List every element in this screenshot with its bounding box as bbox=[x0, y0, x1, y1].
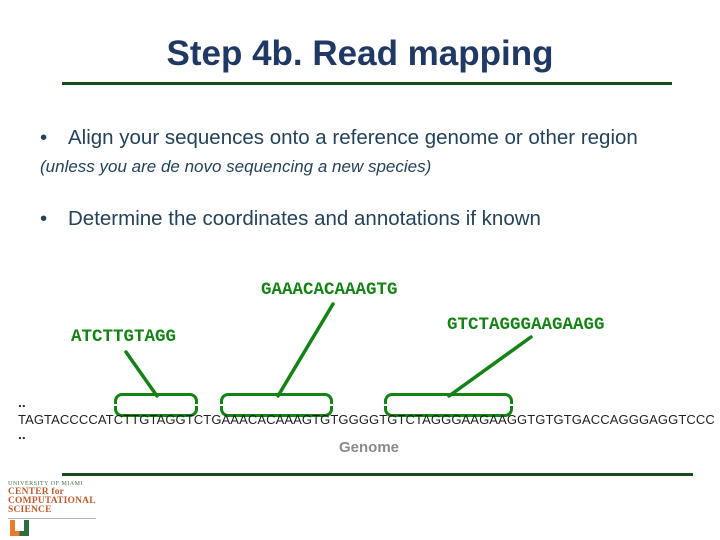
bracket-bottom bbox=[220, 406, 333, 417]
mapped-region-bracket-right bbox=[384, 393, 513, 417]
bullet-text-align: Align your sequences onto a reference ge… bbox=[68, 126, 638, 149]
title-underline bbox=[62, 82, 672, 85]
read-sequence-left: ATCTTGTAGG bbox=[71, 327, 177, 347]
genome-continues-below: .. bbox=[18, 426, 26, 442]
ccs-logo: UNIVERSITY OF MIAMI CENTER for COMPUTATI… bbox=[8, 481, 118, 519]
bracket-top bbox=[220, 393, 333, 404]
slide-title: Step 4b. Read mapping bbox=[166, 34, 554, 73]
university-name: UNIVERSITY OF MIAMI bbox=[8, 481, 83, 487]
bullet-item-coordinates: • Determine the coordinates and annotatio… bbox=[40, 207, 541, 231]
bracket-bottom bbox=[384, 406, 513, 417]
miami-split-u-icon bbox=[10, 520, 29, 536]
alignment-line-middle bbox=[276, 302, 335, 398]
logo-underline bbox=[8, 518, 96, 519]
read-sequence-middle: GAAACACAAAGTG bbox=[261, 280, 398, 300]
genome-label: Genome bbox=[339, 439, 400, 456]
u-icon-notch bbox=[15, 520, 24, 531]
mapped-region-bracket-left bbox=[114, 393, 198, 417]
genome-sequence: TAGTACCCCATCTTGTAGGTCTGAAACACAAAGTGTGGGG… bbox=[18, 412, 715, 427]
bullet-note-de-novo: (unless you are de novo sequencing a new… bbox=[40, 157, 432, 176]
logo-line-computational: COMPUTATIONAL bbox=[8, 496, 96, 506]
bracket-bottom bbox=[114, 406, 198, 417]
bullet-text-coordinates: Determine the coordinates and annotation… bbox=[68, 207, 541, 230]
genome-continues-above: .. bbox=[18, 394, 26, 410]
bullet-glyph: • bbox=[40, 126, 48, 149]
bullet-glyph: • bbox=[40, 207, 48, 230]
mapped-region-bracket-middle bbox=[220, 393, 333, 417]
logo-line-science: SCIENCE bbox=[8, 505, 52, 515]
alignment-line-right bbox=[447, 335, 533, 398]
read-sequence-right: GTCTAGGGAAGAAGG bbox=[447, 315, 605, 335]
bullet-item-align: • Align your sequences onto a reference g… bbox=[40, 126, 638, 150]
bracket-top bbox=[384, 393, 513, 404]
alignment-line-left bbox=[124, 350, 159, 398]
bracket-top bbox=[114, 393, 198, 404]
logo-line-center: CENTER for bbox=[8, 487, 65, 497]
footer-rule bbox=[62, 473, 693, 476]
